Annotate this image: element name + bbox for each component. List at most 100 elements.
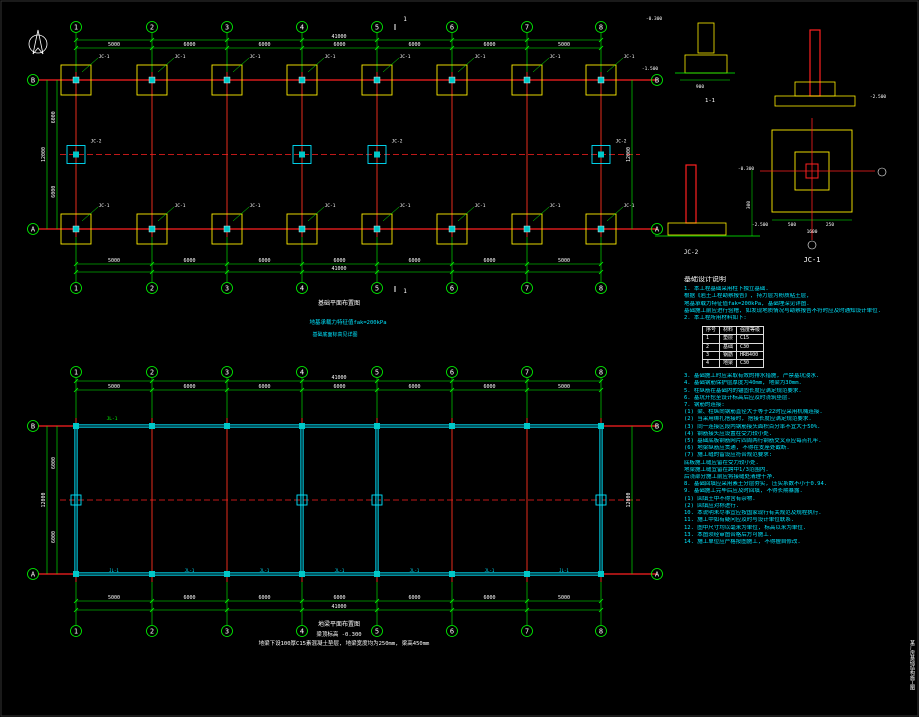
- dim-bay-bottom: 6000: [483, 595, 495, 601]
- note-line: 6. 基坑开挖至设计标高后应及时浇筑垫层.: [684, 394, 791, 401]
- dim-left-total: 12000: [41, 147, 47, 162]
- footing-tag: JC-1: [250, 203, 261, 209]
- dim-overall-top: 41000: [331, 34, 346, 40]
- dim-left-total: 12000: [41, 492, 47, 507]
- grid-col-top-bubble: [146, 21, 158, 33]
- footing-tag: JC-1: [475, 54, 486, 60]
- grid-col-bottom-text: 2: [150, 285, 154, 293]
- elevation-label: -2.500: [752, 222, 769, 228]
- dim-bay-top: 6000: [333, 42, 345, 48]
- leader-line: [157, 206, 175, 222]
- grid-col-top-bubble: [221, 366, 233, 378]
- dim-tick: [299, 607, 305, 613]
- footing-tag: JC-1: [175, 54, 186, 60]
- column-square: [449, 423, 455, 429]
- grid-col-bottom-bubble: [221, 625, 233, 637]
- footing-tag: JC-1: [624, 54, 635, 60]
- grid-col-bottom-bubble: [70, 625, 82, 637]
- grid-col-bottom-bubble: [371, 282, 383, 294]
- dim-tick: [149, 37, 155, 43]
- grid-col-top-text: 1: [74, 24, 78, 32]
- dim-tick: [299, 378, 305, 384]
- footing-jc1: [436, 64, 468, 96]
- grid-col-bottom-text: 6: [450, 285, 454, 293]
- dim-bay-top: 5000: [108, 384, 120, 390]
- footing-jc1: [136, 213, 168, 245]
- dim-tick: [299, 261, 305, 267]
- grid-col-top-text: 6: [450, 24, 454, 32]
- dim-tick: [224, 607, 230, 613]
- dim-bay-top: 6000: [183, 42, 195, 48]
- note-line: (2) 回填应对称进行.: [684, 502, 740, 509]
- leader-line: [457, 57, 475, 73]
- table-cell: 3: [701, 350, 721, 361]
- grid-col-bottom-text: 6: [450, 628, 454, 636]
- dim-tick: [73, 261, 79, 267]
- notes-block-1: 1. 本工程基础采用柱下独立基础. 根据《岩土工程勘察报告》, 持力层为粉质粘土…: [684, 286, 916, 322]
- column-square: [374, 423, 380, 429]
- column-square: [524, 571, 530, 577]
- dim-tick: [299, 45, 305, 51]
- footing-tag: JC-1: [400, 54, 411, 60]
- table-cell: 4: [701, 359, 721, 369]
- footing-tag: JC-1: [400, 203, 411, 209]
- dim-tick: [299, 598, 305, 604]
- column-square: [598, 571, 604, 577]
- grid-col-top-text: 8: [599, 24, 603, 32]
- leader-line: [232, 206, 250, 222]
- column-square: [448, 225, 456, 233]
- detail-title-jc1: JC-1: [804, 256, 821, 264]
- beam-tag: JL-1: [260, 568, 270, 573]
- dim-tick: [524, 378, 530, 384]
- dim-right-total: 12000: [626, 492, 632, 507]
- north-arrow-icon: [28, 29, 48, 55]
- note-line: 底板施工缝应留在受力较小处.: [684, 459, 759, 466]
- table-header-cell: 序号: [701, 326, 721, 336]
- note-line: 5. 柱纵筋在基础内的锚固长度应满足规范要求.: [684, 387, 802, 394]
- grid-col-bottom-bubble: [296, 625, 308, 637]
- footing-jc1: [60, 213, 92, 245]
- dim-tick: [524, 269, 530, 275]
- elevation-label: -1.500: [642, 66, 659, 72]
- dim-tick: [224, 261, 230, 267]
- beam-tag: JL-1: [559, 568, 569, 573]
- footing-tag: JC-2: [91, 139, 102, 145]
- footing-jc1: [211, 213, 243, 245]
- column-square: [148, 225, 156, 233]
- grid-col-bottom-bubble: [70, 282, 82, 294]
- column-square: [449, 571, 455, 577]
- dim-tick: [73, 37, 79, 43]
- note-line: (2) 当采用绑扎搭接时, 搭接长度应满足规范要求.: [684, 416, 812, 423]
- dim-tick: [224, 37, 230, 43]
- note-line: (1) 回填土中不得含有杂物.: [684, 495, 756, 502]
- dim-tick: [449, 598, 455, 604]
- column-square: [224, 571, 230, 577]
- leader-line: [81, 206, 99, 222]
- dim-tick: [224, 598, 230, 604]
- beam-tag: JL-1: [485, 568, 495, 573]
- footing-jc2: [292, 145, 312, 164]
- grid-col-bottom-text: 4: [300, 628, 304, 636]
- dim-tick: [524, 45, 530, 51]
- grid-col-bottom-text: 3: [225, 285, 229, 293]
- grid-row-right-bubble: [651, 74, 663, 86]
- dim-tick: [598, 387, 604, 393]
- leader-line: [232, 57, 250, 73]
- grid-col-bottom-text: 4: [300, 285, 304, 293]
- dim-label: 900: [696, 84, 704, 90]
- grid-col-bottom-text: 2: [150, 628, 154, 636]
- grid-row-right-text: B: [655, 77, 659, 85]
- footing-tag: JC-1: [99, 54, 110, 60]
- grid-col-bottom-bubble: [595, 282, 607, 294]
- beam-tag: JL-1: [410, 568, 420, 573]
- footing-tag: JC-2: [616, 139, 627, 145]
- footing-jc1: [511, 213, 543, 245]
- grid-row-right-bubble: [651, 568, 663, 580]
- leader-line: [606, 206, 624, 222]
- elevation-label: -0.300: [646, 16, 663, 22]
- grid-col-bottom-bubble: [371, 625, 383, 637]
- detail-title-jc2: JC-2: [684, 249, 699, 256]
- dim-bay-bottom: 6000: [258, 258, 270, 264]
